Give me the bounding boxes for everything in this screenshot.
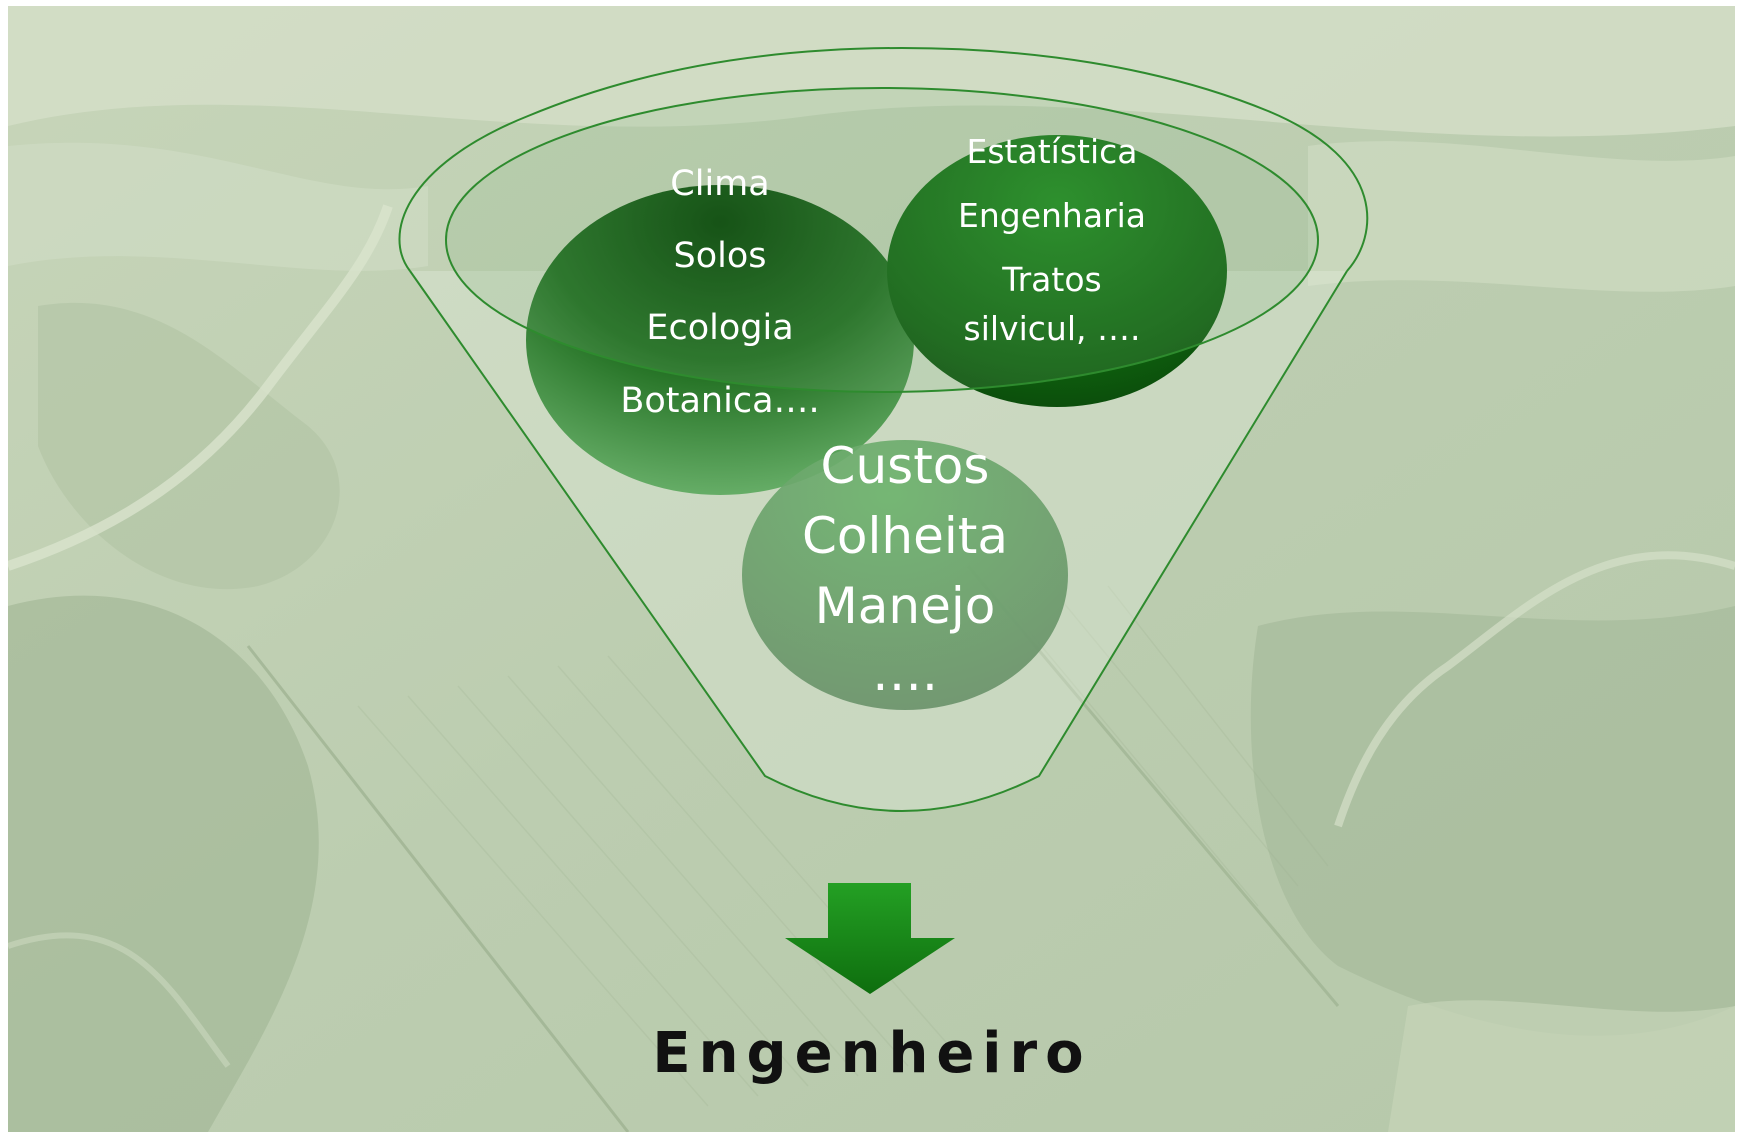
left-knowledge-circle	[526, 185, 914, 495]
left-circle-item: Botanica….	[620, 381, 820, 421]
bottom-circle-item: Custos	[820, 437, 990, 495]
funnel-outline	[409, 270, 1348, 812]
left-circle-item: Clima	[670, 164, 770, 204]
right-circle-item: Tratos	[1002, 260, 1102, 299]
funnel-outer-rim	[398, 46, 1369, 272]
bottom-knowledge-circle	[742, 440, 1068, 710]
down-arrow-icon	[785, 883, 955, 994]
right-circle-item: silvicul, ….	[963, 309, 1141, 348]
left-circle-item: Ecologia	[646, 308, 794, 348]
aerial-forest-background	[8, 6, 1735, 1132]
funnel-inner-rim	[445, 87, 1319, 393]
slide: Clima Solos Ecologia Botanica…. Estatíst…	[8, 6, 1735, 1132]
result-label: Engenheiro	[652, 1021, 1092, 1086]
bottom-circle-item: Manejo	[814, 577, 996, 635]
bottom-circle-item: ….	[872, 644, 938, 702]
bottom-circle-item: Colheita	[802, 507, 1008, 565]
right-circle-item: Estatística	[966, 132, 1138, 171]
funnel-diagram	[398, 46, 1369, 994]
left-circle-item: Solos	[673, 236, 767, 276]
right-circle-item: Engenharia	[957, 196, 1147, 235]
right-knowledge-circle	[887, 135, 1227, 407]
